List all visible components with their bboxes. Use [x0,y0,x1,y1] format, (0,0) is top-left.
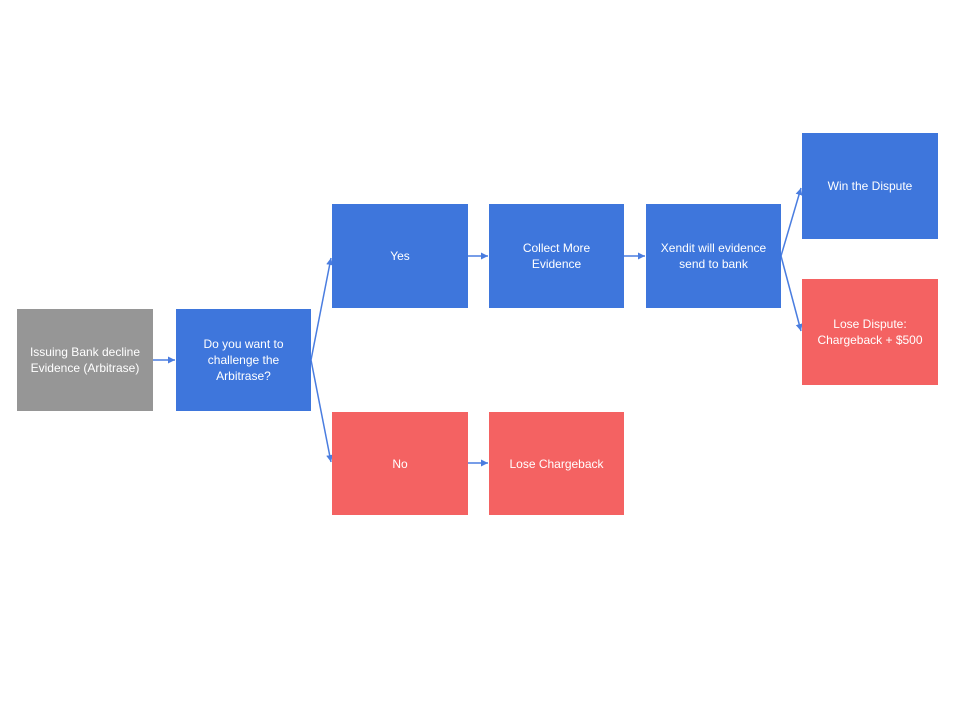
node-label: Lose Dispute: Chargeback + $500 [817,317,923,347]
node-lose-chargeback: Lose Chargeback [489,412,624,515]
node-label: Lose Chargeback [509,456,604,471]
node-xendit-send-evidence: Xendit will evidence send to bank [646,204,781,308]
node-lose-dispute-chargeback: Lose Dispute: Chargeback + $500 [802,279,938,385]
node-label: Yes [390,249,410,263]
edge-send-lose-dispute [780,255,803,332]
node-label: No [392,456,408,471]
node-label: Xendit will evidence send to bank [660,241,767,271]
node-issuing-bank-decline: Issuing Bank decline Evidence (Arbitrase… [17,309,153,411]
node-win-dispute: Win the Dispute [802,133,938,239]
node-no: No [332,412,468,515]
edge-send-win [780,187,803,257]
node-decision-challenge-arbitrase: Do you want to challenge the Arbitrase? [176,309,311,411]
node-label: Do you want to challenge the Arbitrase? [203,337,284,383]
node-yes: Yes [332,204,468,308]
node-label: Issuing Bank decline Evidence (Arbitrase… [29,345,141,375]
edge-decision-no [310,359,334,463]
edge-decision-yes [310,257,334,361]
node-collect-more-evidence: Collect More Evidence [489,204,624,308]
node-label: Win the Dispute [827,179,913,193]
node-label: Collect More Evidence [522,241,591,271]
